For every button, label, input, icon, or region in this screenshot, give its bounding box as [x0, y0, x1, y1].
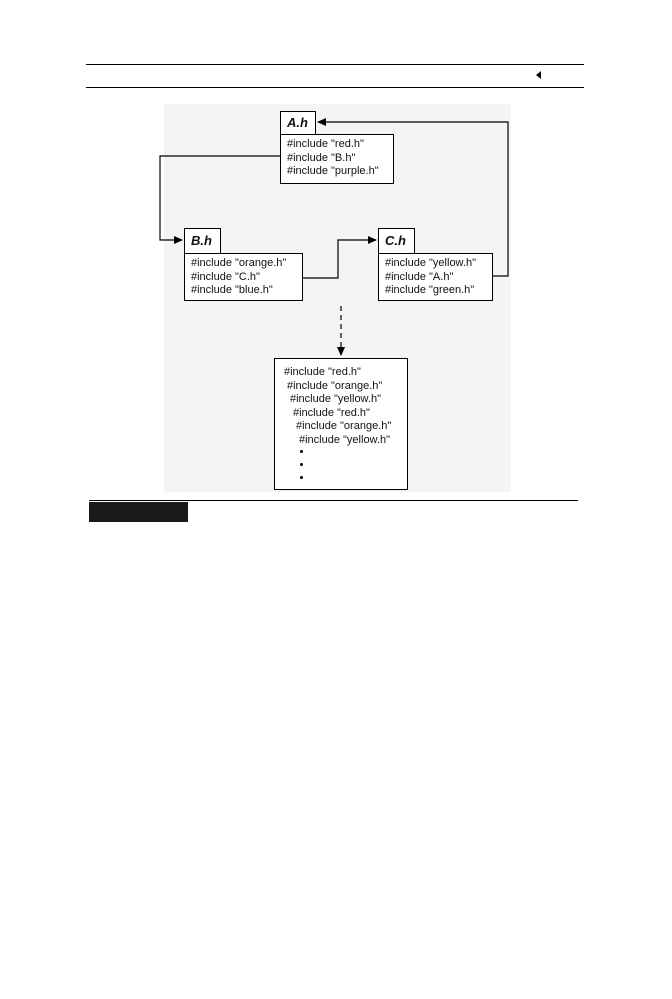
include-line: #include "yellow.h": [385, 257, 476, 269]
include-line: #include "orange.h": [191, 257, 287, 269]
header-rule-bottom: [86, 87, 584, 88]
page-marker-icon: [536, 71, 541, 79]
header-tab-a: A.h: [280, 111, 316, 135]
expansion-line: #include "orange.h": [296, 420, 392, 432]
expansion-line: #include "yellow.h": [290, 393, 381, 405]
file-box-c: #include "yellow.h" #include "A.h" #incl…: [378, 253, 493, 301]
expansion-line: #include "orange.h": [287, 379, 383, 392]
expansion-line: #include "yellow.h": [299, 433, 390, 446]
expansion-line: #include "red.h": [284, 366, 361, 378]
header-tab-c: C.h: [378, 228, 415, 254]
expansion-line: #include "red.h": [293, 406, 370, 419]
file-box-b: #include "orange.h" #include "C.h" #incl…: [184, 253, 303, 301]
include-line: #include "C.h": [191, 270, 260, 283]
include-line: #include "blue.h": [191, 284, 273, 296]
arrow-b-to-c: [303, 236, 377, 279]
caption-rule: [89, 500, 578, 501]
file-box-a: #include "red.h" #include "B.h" #include…: [280, 134, 394, 184]
arrow-c-to-a: [317, 118, 509, 277]
figure-caption-tab: [89, 502, 188, 522]
include-line: #include "purple.h": [287, 165, 379, 177]
include-line: #include "green.h": [385, 284, 475, 296]
include-line: #include "red.h": [287, 138, 364, 150]
ellipsis-dot: [300, 463, 303, 466]
ellipsis-dot: [300, 476, 303, 479]
include-line: #include "A.h": [385, 270, 454, 283]
ellipsis-dot: [300, 450, 303, 453]
arrow-a-to-b: [159, 155, 280, 244]
include-line: #include "B.h": [287, 151, 356, 164]
header-rule-top: [86, 64, 584, 65]
expansion-result-box: #include "red.h" #include "orange.h" #in…: [274, 358, 408, 490]
